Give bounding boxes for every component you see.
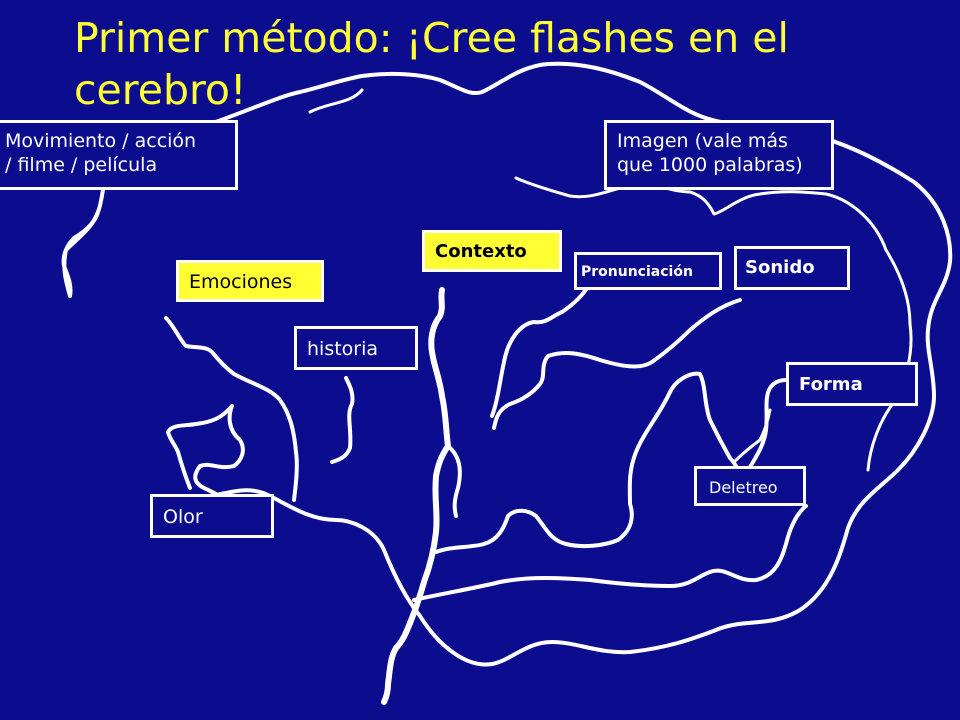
brain-branch-sonido [492, 298, 742, 430]
label-forma: Forma [786, 362, 918, 406]
brain-outer-contour [62, 61, 953, 667]
brain-branch-forma [434, 371, 788, 554]
label-olor: Olor [150, 494, 274, 538]
label-sonido: Sonido [734, 246, 850, 290]
label-forma-text: Forma [799, 374, 863, 395]
label-imagen-line-1: Imagen (vale más [617, 130, 788, 152]
brain-central-trunk [381, 287, 451, 705]
label-imagen-line-2: que 1000 palabras) [617, 154, 803, 176]
brain-top-left-fold [308, 88, 364, 114]
label-deletreo: Deletreo [694, 466, 806, 506]
label-emociones: Emociones [176, 260, 324, 302]
brain-left-hanging-line [61, 210, 100, 298]
label-movimiento-line-2: / filme / película [5, 154, 158, 176]
brain-branch-deletreo [732, 408, 772, 464]
label-contexto: Contexto [422, 230, 562, 272]
label-olor-text: Olor [163, 506, 203, 528]
label-pronunciacion-text: Pronunciación [581, 264, 693, 280]
label-emociones-text: Emociones [189, 271, 293, 293]
brain-lower-right-fold [412, 504, 808, 602]
title-line-1: Primer método: ¡Cree flashes en el [74, 14, 789, 62]
label-deletreo-text: Deletreo [709, 478, 778, 497]
title-line-2: cerebro! [74, 66, 247, 114]
label-historia-text: historia [307, 338, 379, 360]
brain-trunk-right-branch [446, 444, 462, 518]
slide-title: Primer método: ¡Cree flashes en el cereb… [74, 12, 894, 116]
brain-branch-emociones [164, 316, 299, 502]
label-sonido-text: Sonido [745, 257, 815, 278]
label-movimiento-line-1: Movimiento / acción [5, 130, 197, 152]
label-imagen: Imagen (vale más que 1000 palabras) [604, 120, 834, 190]
label-movimiento: Movimiento / acción / filme / película [0, 120, 238, 190]
label-historia: historia [294, 326, 418, 370]
brain-branch-historia [330, 376, 355, 464]
label-pronunciacion: Pronunciación [574, 252, 722, 290]
label-contexto-text: Contexto [435, 241, 527, 262]
brain-branch-pronunciacion [490, 284, 590, 418]
